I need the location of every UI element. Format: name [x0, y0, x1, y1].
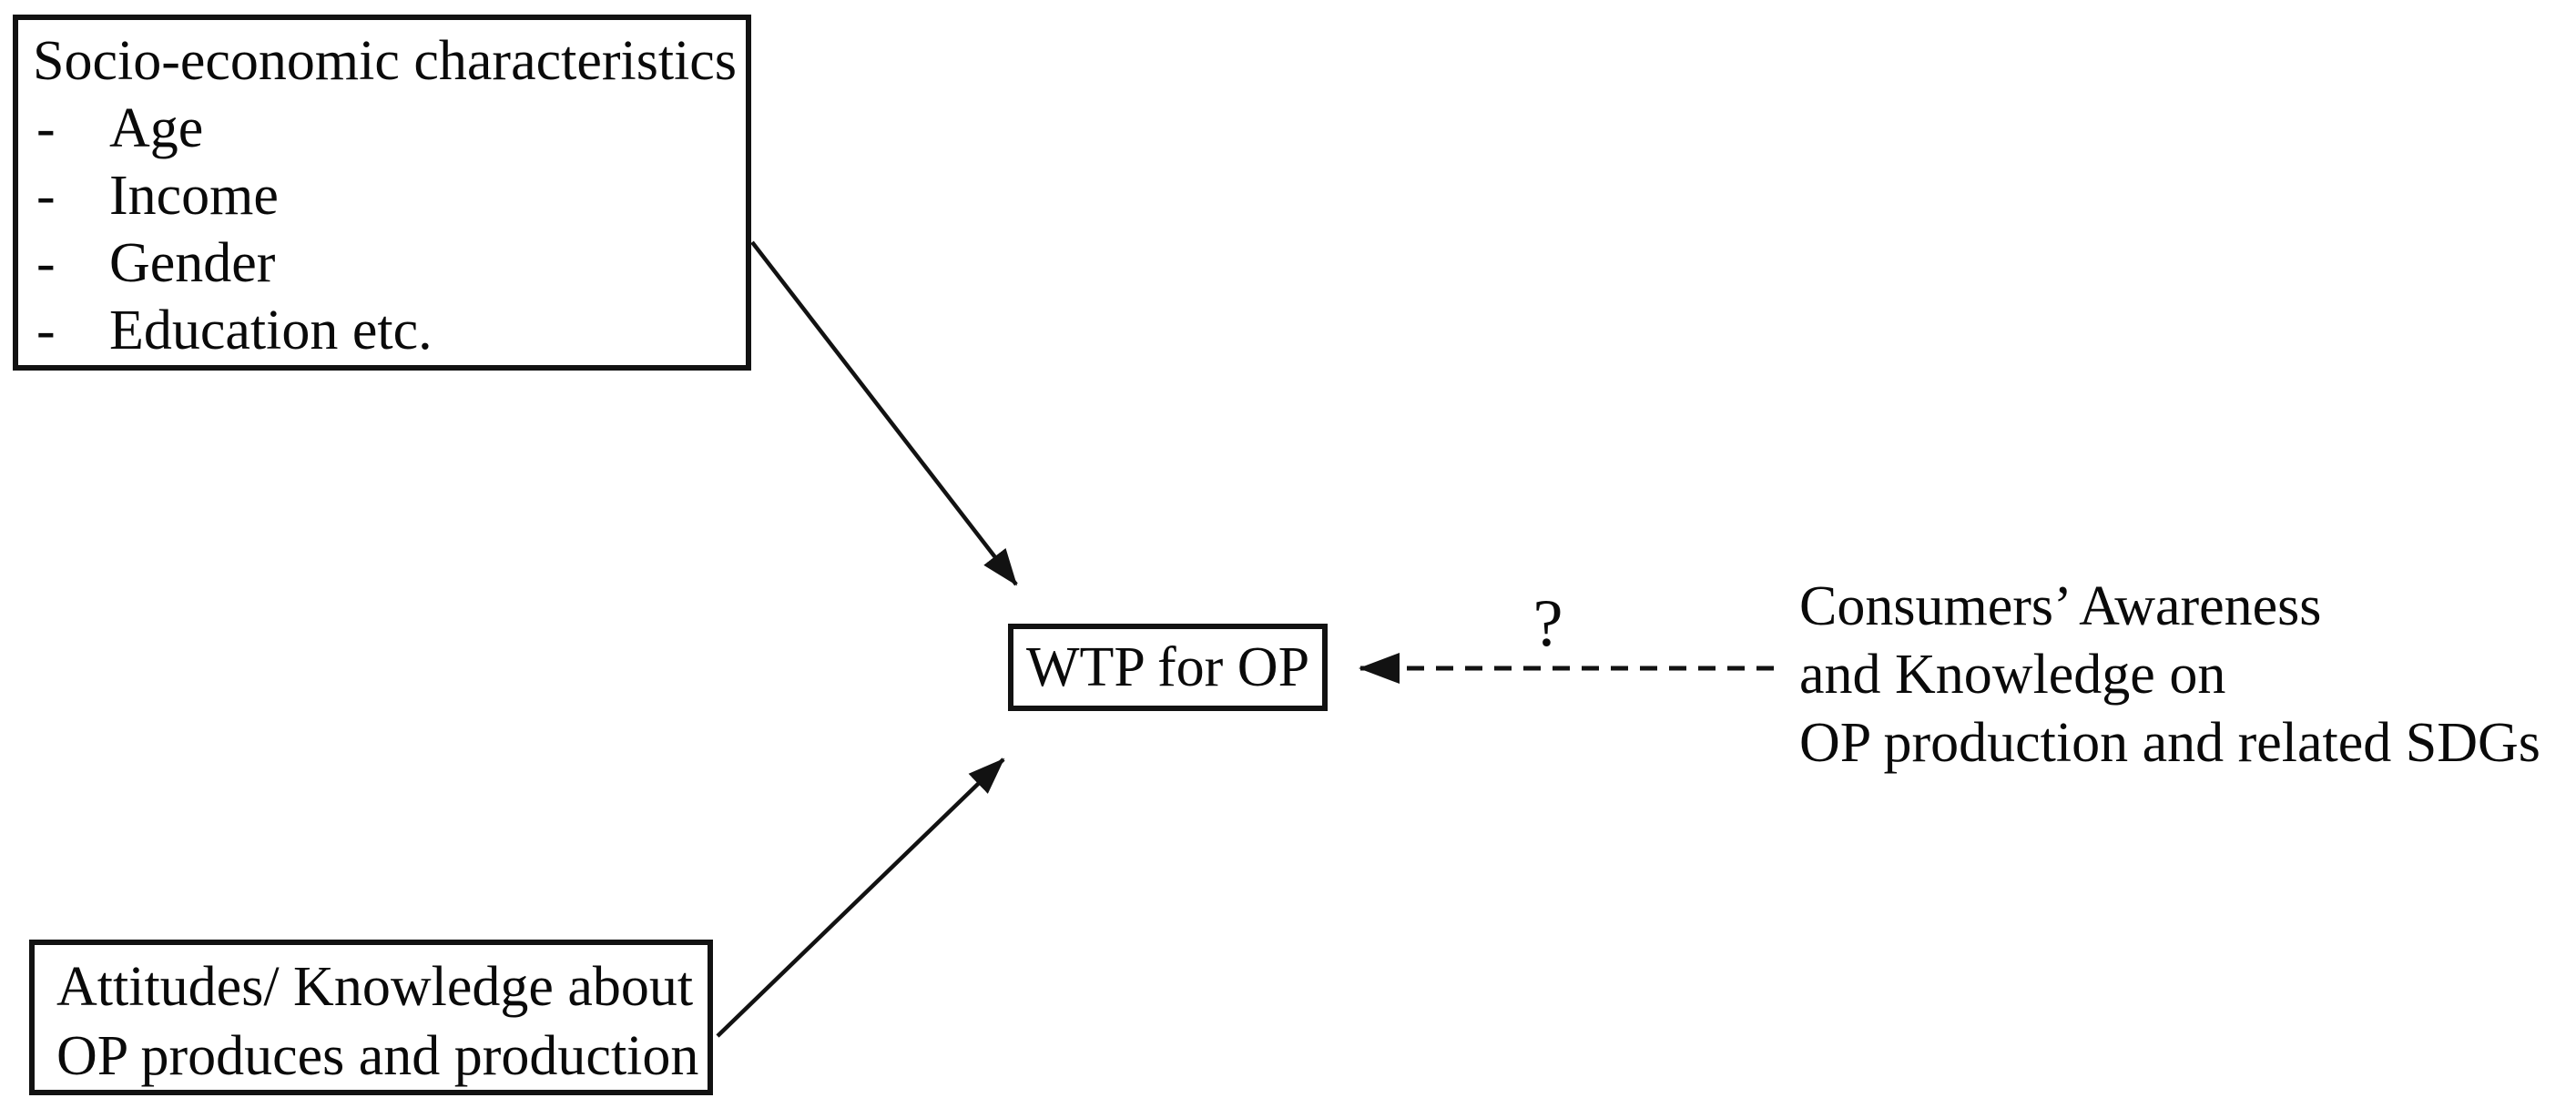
arrow-attitudes-to-wtp — [716, 757, 1005, 1038]
list-item-dash: - — [36, 300, 56, 361]
list-item-age: - Age — [33, 95, 746, 162]
list-item-dash: - — [36, 97, 56, 159]
list-item-education: - Education etc. — [33, 297, 746, 364]
consumers-awareness-box: Consumers’ Awareness and Knowledge on OP… — [1776, 558, 2559, 777]
consumers-box-line: and Knowledge on — [1799, 644, 2226, 706]
consumers-box-line: OP production and related SDGs — [1799, 712, 2540, 774]
list-item-label: Education etc. — [109, 300, 433, 361]
arrow-socio-to-wtp — [750, 240, 1018, 586]
socio-economic-box: Socio-economic characteristics - Age - I… — [13, 15, 751, 371]
list-item-label: Income — [109, 165, 279, 227]
attitudes-box-line: OP produces and production — [56, 1025, 699, 1087]
list-item-dash: - — [36, 232, 56, 294]
consumers-box-line: Consumers’ Awareness — [1799, 575, 2322, 637]
list-item-dash: - — [36, 165, 56, 227]
list-item-label: Gender — [109, 232, 276, 294]
list-item-income: - Income — [33, 162, 746, 229]
wtp-box-label: WTP for OP — [1025, 636, 1310, 698]
socio-box-title: Socio-economic characteristics — [33, 30, 737, 92]
attitudes-box: Attitudes/ Knowledge about OP produces a… — [29, 940, 713, 1095]
list-item-label: Age — [109, 97, 204, 159]
attitudes-box-line: Attitudes/ Knowledge about — [56, 956, 694, 1018]
list-item-gender: - Gender — [33, 229, 746, 297]
question-mark-label: ? — [1532, 586, 1563, 661]
wtp-box: WTP for OP — [1008, 624, 1328, 711]
